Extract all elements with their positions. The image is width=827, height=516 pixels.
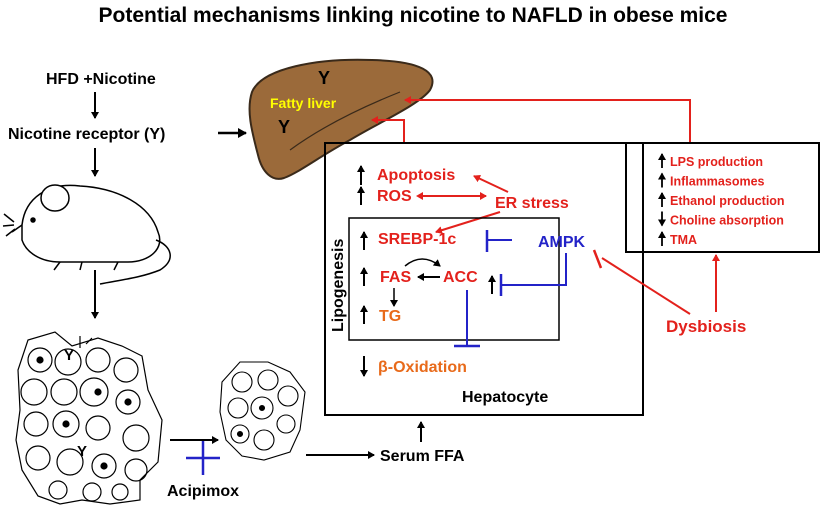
beta-oxidation-label: β-Oxidation (378, 359, 467, 376)
microbiota-item-label: TMA (670, 233, 697, 247)
ros-label: ROS (377, 188, 412, 205)
hfd-nicotine-label: HFD +Nicotine (46, 71, 156, 88)
arrow-microbiota-to-liver (404, 96, 691, 142)
arrow-er-stress-to-apoptosis (473, 174, 509, 193)
arrow-er-stress-to-srebp (435, 211, 501, 235)
diagram-title: Potential mechanisms linking nicotine to… (99, 4, 728, 27)
nicotine-receptor-label: Nicotine receptor (Y) (8, 126, 165, 143)
arrow-hepatocyte-to-liver (371, 116, 405, 142)
tg-label: TG (379, 308, 401, 325)
er-stress-label: ER stress (495, 195, 569, 212)
acc-label: ACC (443, 269, 478, 286)
dysbiosis-label: Dysbiosis (666, 317, 746, 336)
serum-ffa-label: Serum FFA (380, 448, 465, 465)
acipimox-label: Acipimox (167, 483, 239, 500)
microbiota-item-label: Choline absorption (670, 214, 784, 228)
liver-receptor-y-1: Y (318, 68, 330, 88)
mouse-illustration (2, 184, 171, 285)
srebp-label: SREBP-1c (378, 231, 456, 248)
microbiota-item-label: Inflammasomes (670, 175, 765, 189)
microbiota-item-label: LPS production (670, 155, 763, 169)
srebp-to-fas-acc-arrow (404, 258, 441, 267)
small-adipose-illustration (219, 361, 306, 461)
dysbiosis-inhibits-ampk-bar (592, 249, 603, 269)
ampk-label: AMPK (538, 234, 586, 251)
adipocyte-receptor-y-1: Y (64, 347, 74, 364)
adipocyte-receptor-y-2: Y (77, 443, 87, 460)
lipogenesis-label: Lipogenesis (330, 239, 347, 332)
fatty-liver-label: Fatty liver (270, 95, 337, 111)
microbiota-box (625, 142, 820, 253)
fas-label: FAS (380, 269, 411, 286)
microbiota-item-label: Ethanol production (670, 194, 785, 208)
liver-lobe-line (289, 91, 401, 151)
hepatocyte-label: Hepatocyte (462, 389, 548, 406)
ampk-inhibits-acc-line (502, 253, 567, 286)
adipose-tissue-illustration (15, 331, 163, 505)
lipogenesis-box (348, 217, 560, 341)
hepatocyte-box (324, 142, 644, 416)
apoptosis-label: Apoptosis (377, 167, 455, 184)
liver-receptor-y-2: Y (278, 117, 290, 137)
dysbiosis-inhibits-ampk-line (601, 257, 691, 315)
